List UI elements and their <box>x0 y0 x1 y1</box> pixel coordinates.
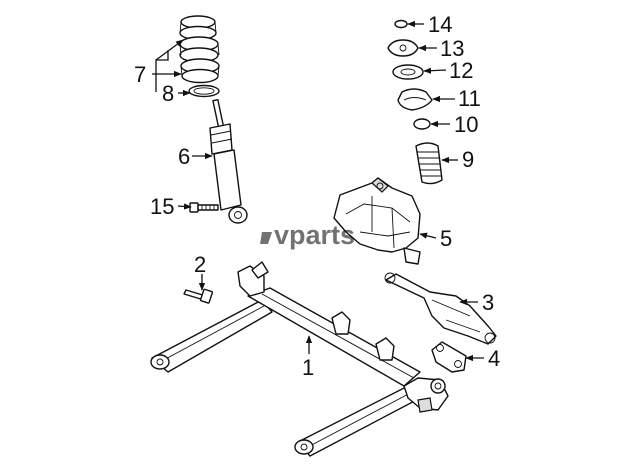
callout-2: 2 <box>194 252 206 277</box>
lateral-control-arm <box>384 272 497 345</box>
callout-1: 1 <box>302 355 314 380</box>
callout-9: 9 <box>462 147 474 172</box>
callout-6: 6 <box>178 144 190 169</box>
watermark-logo: vparts <box>260 220 355 250</box>
crossmember-bolt <box>183 288 214 304</box>
callout-11: 11 <box>458 86 481 111</box>
bump-stop-10 <box>413 118 431 130</box>
callout-10: 10 <box>454 112 478 137</box>
callout-8: 8 <box>162 81 174 106</box>
callout-14: 14 <box>428 12 452 37</box>
callout-labels: 7 8 6 15 2 1 14 13 12 11 10 9 5 3 4 <box>134 12 500 380</box>
upper-mount-11 <box>397 88 433 111</box>
plate-13 <box>387 39 419 57</box>
subframe-bracket <box>333 177 421 265</box>
callout-15: 15 <box>150 194 174 219</box>
callout-12: 12 <box>449 58 473 83</box>
upper-mount-stack <box>387 19 443 185</box>
leader-lines <box>152 20 484 362</box>
callout-3: 3 <box>482 290 494 315</box>
callout-7: 7 <box>134 62 146 87</box>
toe-link <box>431 341 467 373</box>
nut-14 <box>394 19 408 29</box>
rear-axle-beam <box>150 261 449 457</box>
shock-mount-bolt <box>189 202 219 213</box>
callout-13: 13 <box>440 36 464 61</box>
callout-5: 5 <box>440 226 452 251</box>
dust-boot-9 <box>415 142 443 185</box>
spring-insulator <box>188 84 220 98</box>
shock-absorber <box>209 99 248 224</box>
washer-12 <box>392 64 424 80</box>
callout-4: 4 <box>488 346 500 371</box>
watermark-text: vparts <box>274 220 355 250</box>
coil-spring <box>179 15 220 84</box>
